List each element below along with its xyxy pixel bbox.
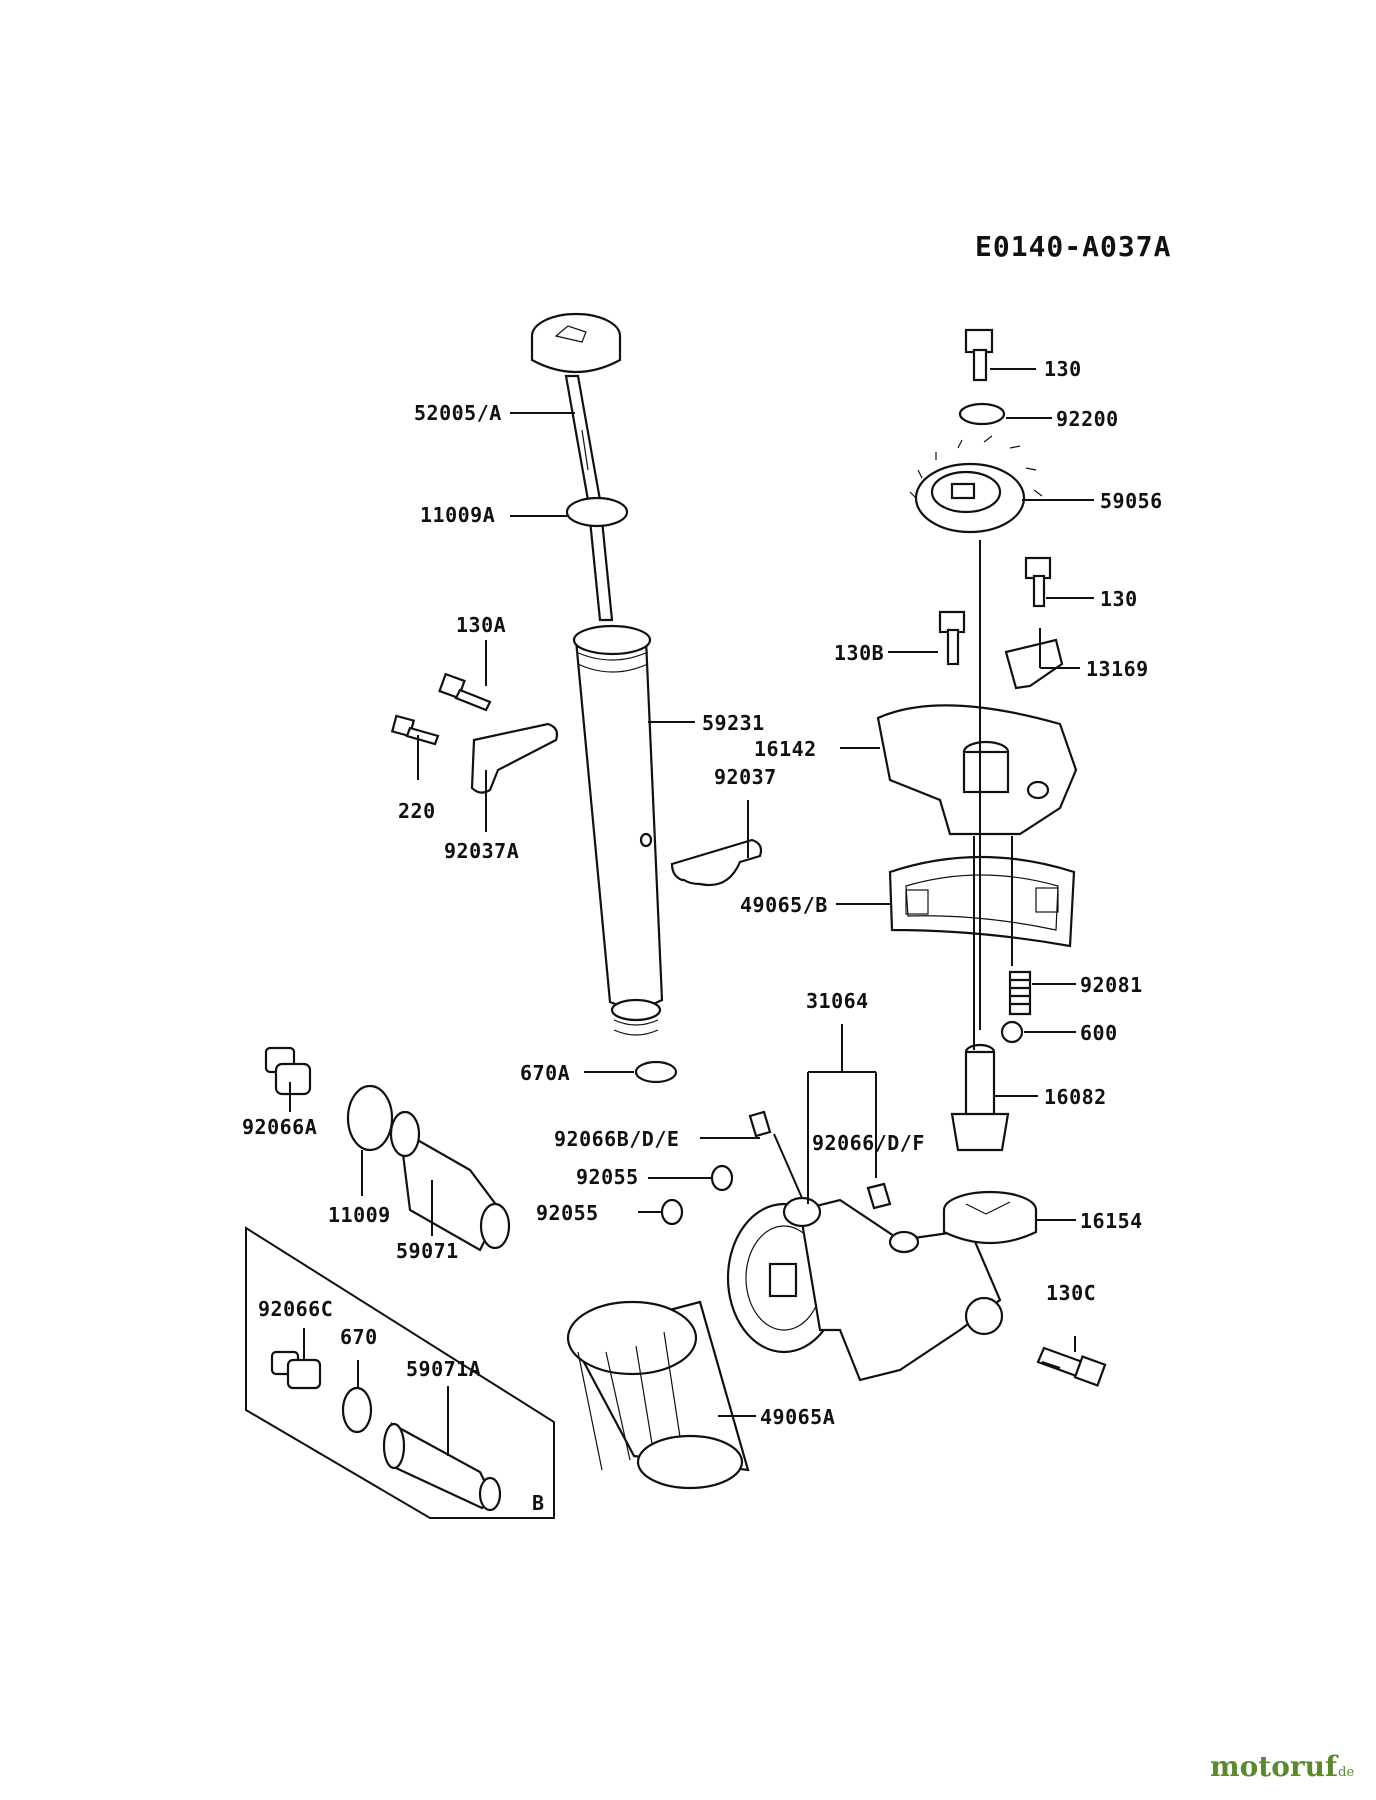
diagram-code: E0140-A037A bbox=[975, 230, 1171, 263]
plate-13169-part bbox=[1004, 638, 1064, 690]
valve-59071-part bbox=[389, 1110, 511, 1252]
label-92200: 92200 bbox=[1056, 407, 1119, 431]
label-92037a: 92037A bbox=[444, 839, 519, 863]
rotor-16154-part bbox=[942, 1190, 1038, 1245]
plug-92066a-part bbox=[264, 1046, 312, 1096]
label-220: 220 bbox=[398, 799, 436, 823]
label-130c: 130C bbox=[1046, 1281, 1096, 1305]
bolt-130b-part bbox=[938, 610, 966, 666]
oil-filter-49065a-part bbox=[566, 1300, 750, 1490]
screw-92066bde-part bbox=[748, 1110, 772, 1138]
rotor-16082-part bbox=[950, 1043, 1010, 1152]
bolt-220-part bbox=[390, 714, 440, 746]
gear-59056-part bbox=[909, 435, 1043, 534]
label-59071: 59071 bbox=[396, 1239, 459, 1263]
bolt-130a-part bbox=[438, 672, 492, 712]
svg-text:motoruf: motoruf bbox=[1210, 1750, 1339, 1783]
label-92081: 92081 bbox=[1080, 973, 1143, 997]
label-92037: 92037 bbox=[714, 765, 777, 789]
label-16154: 16154 bbox=[1080, 1209, 1143, 1233]
label-92066c: 92066C bbox=[258, 1297, 333, 1321]
plug-92066c-part bbox=[270, 1350, 322, 1390]
label-49065a: 49065A bbox=[760, 1405, 835, 1429]
o-ring-11009a-part bbox=[565, 496, 629, 528]
bolt-130-mid-part bbox=[1024, 556, 1052, 608]
label-92066a: 92066A bbox=[242, 1115, 317, 1139]
label-92055-a: 92055 bbox=[576, 1165, 639, 1189]
o-ring-92055-a-part bbox=[710, 1164, 734, 1192]
inset-box-b bbox=[245, 1226, 555, 1519]
clamp-92037-part bbox=[670, 838, 763, 887]
label-59056: 59056 bbox=[1100, 489, 1163, 513]
label-600: 600 bbox=[1080, 1021, 1118, 1045]
label-92066b-d-e: 92066B/D/E bbox=[554, 1127, 679, 1151]
label-130a: 130A bbox=[456, 613, 506, 637]
tube-59231-part bbox=[572, 624, 664, 1036]
label-11009a: 11009A bbox=[420, 503, 495, 527]
label-130-mid: 130 bbox=[1100, 587, 1138, 611]
label-49065-b: 49065/B bbox=[740, 893, 828, 917]
svg-text:.de: .de bbox=[1334, 1765, 1354, 1780]
bracket-92037a-part bbox=[470, 722, 559, 794]
valve-59071a-part bbox=[382, 1422, 502, 1512]
washer-92200-part bbox=[958, 402, 1006, 426]
o-ring-11009-part bbox=[346, 1084, 394, 1152]
label-130-top: 130 bbox=[1044, 357, 1082, 381]
screen-49065b-part bbox=[888, 855, 1076, 948]
label-92055-b: 92055 bbox=[536, 1201, 599, 1225]
label-31064: 31064 bbox=[806, 989, 869, 1013]
bolt-130-top-part bbox=[964, 328, 994, 382]
pump-body-16142-part bbox=[876, 704, 1078, 836]
dipstick-cap-part bbox=[530, 312, 622, 374]
label-13169: 13169 bbox=[1086, 657, 1149, 681]
label-92066-d-f: 92066/D/F bbox=[812, 1131, 925, 1155]
o-ring-92055-b-part bbox=[660, 1198, 684, 1226]
o-ring-670a-part bbox=[634, 1060, 678, 1084]
screw-92066df-part bbox=[866, 1182, 892, 1210]
leader-lines bbox=[289, 368, 1094, 1456]
label-130b: 130B bbox=[834, 641, 884, 665]
label-inset-b: B bbox=[532, 1491, 545, 1515]
pump-housing-part bbox=[726, 1196, 1004, 1382]
label-670a: 670A bbox=[520, 1061, 570, 1085]
label-11009: 11009 bbox=[328, 1203, 391, 1227]
bolt-130c-part bbox=[1036, 1346, 1107, 1387]
label-52005-a: 52005/A bbox=[414, 401, 502, 425]
label-670: 670 bbox=[340, 1325, 378, 1349]
label-59071a: 59071A bbox=[406, 1357, 481, 1381]
label-16082: 16082 bbox=[1044, 1085, 1107, 1109]
label-59231: 59231 bbox=[702, 711, 765, 735]
o-ring-670-part bbox=[341, 1386, 373, 1434]
watermark-logo: motoruf .de bbox=[1210, 1750, 1354, 1783]
label-16142: 16142 bbox=[754, 737, 817, 761]
ball-600-part bbox=[1000, 1020, 1024, 1044]
spring-92081-part bbox=[1008, 970, 1032, 1016]
